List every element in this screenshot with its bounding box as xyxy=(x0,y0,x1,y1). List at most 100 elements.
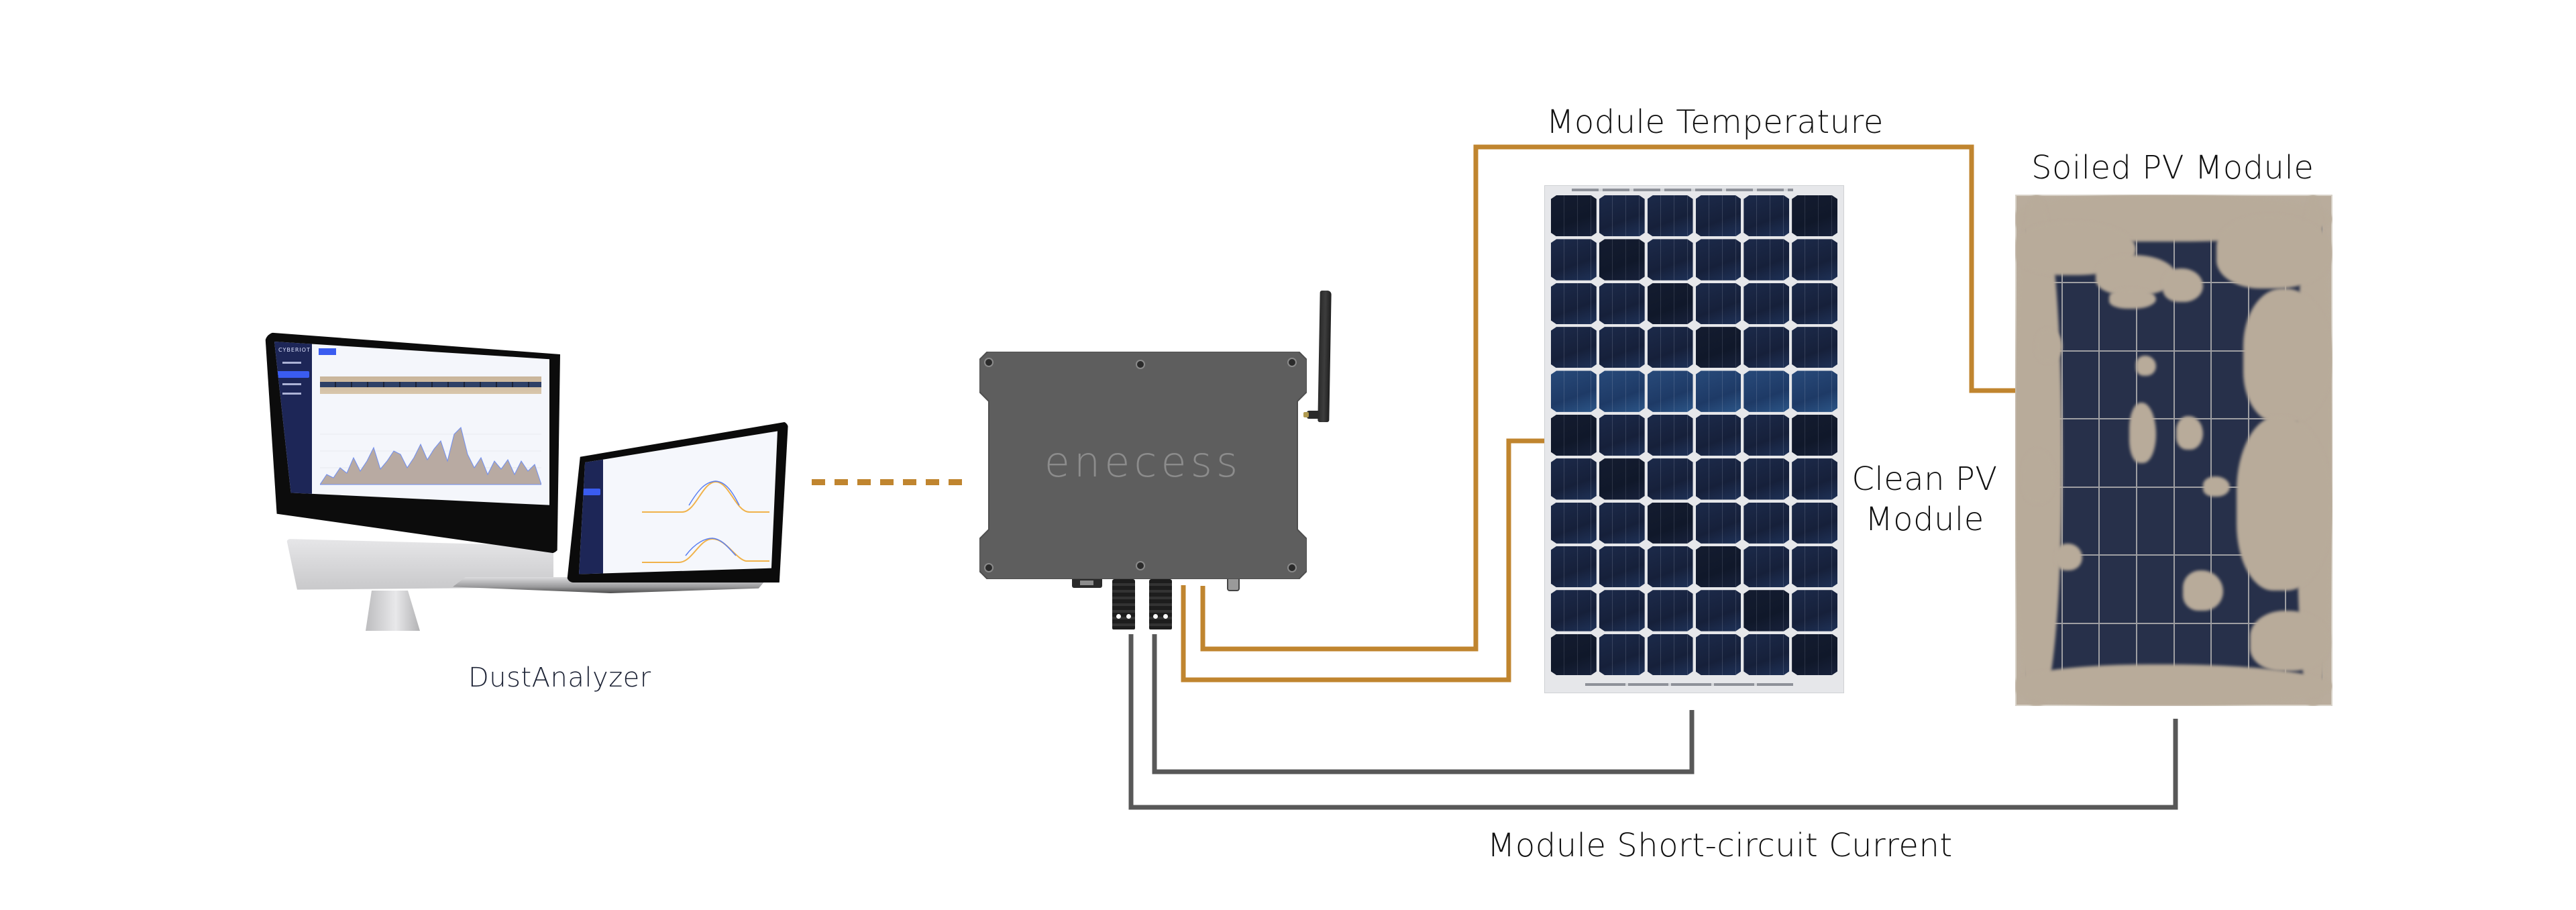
solar-cell xyxy=(1647,239,1693,281)
solar-cell xyxy=(1599,239,1645,281)
clean-module-label-line2: Module xyxy=(1865,501,1984,538)
dust-patch xyxy=(2250,611,2330,671)
solar-cell xyxy=(1743,590,1790,631)
solar-cell xyxy=(1599,634,1645,675)
mc4-connector xyxy=(1112,579,1135,629)
solar-cell xyxy=(1647,634,1693,675)
solar-cell xyxy=(1695,458,1741,500)
solar-cell xyxy=(1792,502,1837,544)
solar-cell xyxy=(1695,546,1741,588)
solar-cell xyxy=(1551,634,1597,675)
solar-cell xyxy=(2061,419,2100,487)
dust-patch xyxy=(2129,403,2156,463)
software-label: DustAnalyzer xyxy=(468,662,651,693)
solar-cell xyxy=(1551,502,1597,544)
solar-cell xyxy=(2061,350,2100,419)
temperature-cable-clean xyxy=(1181,438,1544,682)
solar-cell xyxy=(1647,283,1693,325)
solar-cell xyxy=(1743,458,1790,500)
solar-cell xyxy=(1792,634,1837,675)
dust-patch xyxy=(2136,356,2156,376)
enecess-device: enecess xyxy=(979,352,1307,579)
temperature-cable-soiled xyxy=(1200,144,2015,652)
current-cable-clean xyxy=(1152,634,1695,774)
solar-cell xyxy=(1695,283,1741,325)
solar-cell xyxy=(1551,195,1597,237)
screw-icons xyxy=(984,358,1297,572)
solar-cell xyxy=(1792,414,1837,456)
solar-cell xyxy=(1551,546,1597,588)
solar-cell xyxy=(1599,590,1645,631)
solar-cell xyxy=(1792,458,1837,500)
solar-cell xyxy=(1743,239,1790,281)
solar-cell xyxy=(2174,487,2212,556)
solar-cell xyxy=(2061,283,2100,351)
solar-cell xyxy=(2136,555,2174,623)
solar-cell xyxy=(1551,283,1597,325)
dust-patch xyxy=(2109,289,2156,309)
device-body xyxy=(979,352,1307,579)
panel-array-photo xyxy=(320,376,541,394)
solar-cell xyxy=(1599,414,1645,456)
solar-cell xyxy=(1792,370,1837,412)
solar-cell xyxy=(1743,370,1790,412)
solar-cell xyxy=(1792,195,1837,237)
solar-cell xyxy=(1551,458,1597,500)
solar-cell xyxy=(1792,283,1837,325)
solar-cell xyxy=(1695,195,1741,237)
dust-patch xyxy=(2237,416,2332,591)
solar-cell xyxy=(1647,458,1693,500)
solar-cell xyxy=(1647,327,1693,368)
current-curve-chart-top xyxy=(642,481,769,513)
solar-cell xyxy=(2099,350,2137,419)
solar-cell xyxy=(1599,370,1645,412)
solar-cell xyxy=(1599,502,1645,544)
soiled-pv-module xyxy=(2015,195,2332,706)
clean-pv-module xyxy=(1544,185,1844,693)
solar-cell xyxy=(1647,370,1693,412)
solar-cell xyxy=(1792,239,1837,281)
sidebar-item-active xyxy=(277,371,309,378)
solar-cell xyxy=(2099,555,2137,623)
clean-module-label-line1: Clean PV xyxy=(1851,460,1998,498)
solar-cell xyxy=(2211,350,2249,419)
app-brand-logo: CYBERIOT xyxy=(278,347,311,353)
solar-cell xyxy=(1792,590,1837,631)
app-tab xyxy=(319,348,336,355)
solar-cell xyxy=(2136,487,2174,556)
soiled-module-label: Soiled PV Module xyxy=(2031,149,2314,187)
panel-label-strip xyxy=(1572,189,1793,191)
dust-patch xyxy=(2183,570,2223,611)
dust-patch xyxy=(2243,289,2332,423)
solar-cell xyxy=(1551,239,1597,281)
solar-cell xyxy=(1647,195,1693,237)
solar-cell xyxy=(1599,546,1645,588)
solar-cell xyxy=(1551,590,1597,631)
antenna-connector xyxy=(1303,412,1309,417)
solar-cell xyxy=(1695,414,1741,456)
solar-cell xyxy=(1647,590,1693,631)
solar-cell xyxy=(1695,327,1741,368)
dust-patch xyxy=(2022,450,2055,503)
laptop xyxy=(453,421,788,603)
solar-cell xyxy=(1695,502,1741,544)
solar-cell xyxy=(1743,195,1790,237)
solar-cell xyxy=(1599,195,1645,237)
solar-cell xyxy=(1551,370,1597,412)
solar-cell xyxy=(1647,414,1693,456)
dust-patch xyxy=(2216,215,2332,289)
app-title-placeholder xyxy=(282,362,301,364)
sidebar-item-active xyxy=(579,489,600,495)
short-circuit-current-label: Module Short-circuit Current xyxy=(1487,827,1953,864)
sidebar-item xyxy=(282,393,301,395)
solar-cell xyxy=(1743,634,1790,675)
soiling-area-chart xyxy=(320,427,541,485)
solar-cell xyxy=(1599,283,1645,325)
device-brand-logo: enecess xyxy=(1044,438,1242,487)
solar-cell xyxy=(1743,546,1790,588)
solar-cell xyxy=(1743,414,1790,456)
mc4-connector xyxy=(1149,579,1172,629)
solar-cell xyxy=(1743,283,1790,325)
sidebar-item xyxy=(282,383,301,385)
